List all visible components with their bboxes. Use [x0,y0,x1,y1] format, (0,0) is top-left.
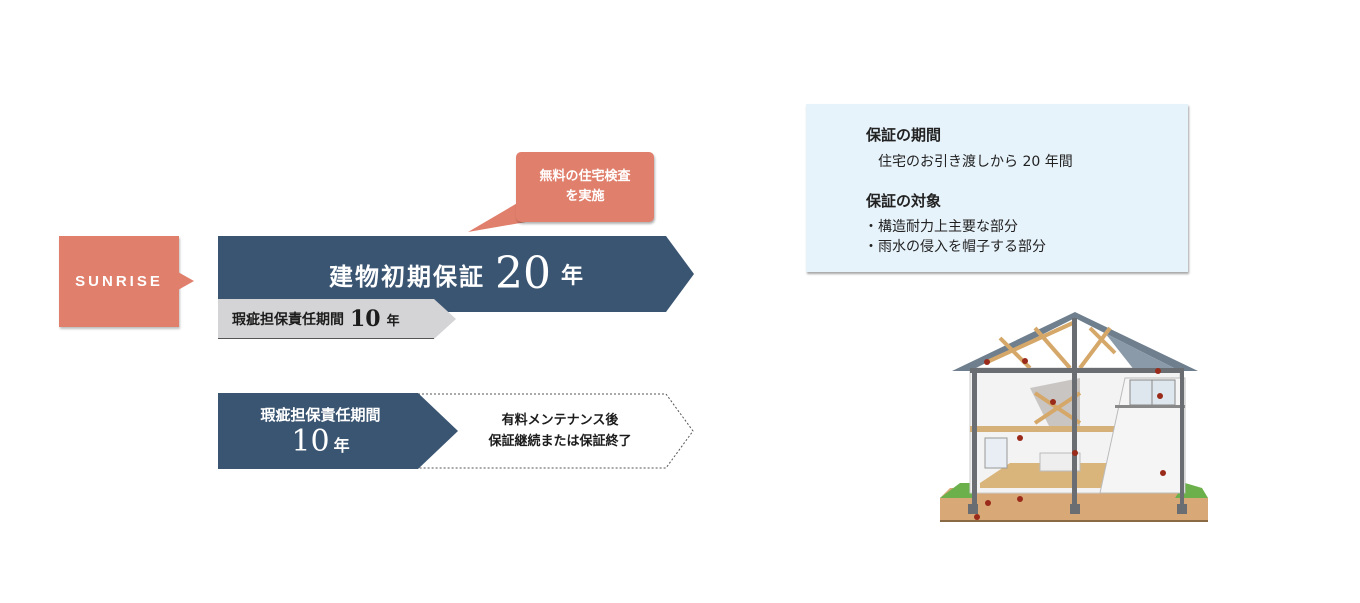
maintenance-text: 有料メンテナンス後 保証継続または保証終了 [460,393,660,469]
initial-warranty-arrow [218,236,694,312]
defect-liability-arrow [218,299,456,339]
sunrise-callout-tail [178,272,194,290]
defect-liability-unit-2: 年 [333,436,350,455]
scope-item: ・雨水の侵入を帽子する部分 [864,239,1046,255]
defect-liability-text-2: 瑕疵担保責任期間 10 年 [218,393,423,469]
scope-heading: 保証の対象 [866,192,942,210]
defect-liability-years-2: 10 [291,424,330,459]
house-cutaway-illustration [940,312,1208,522]
defect-liability-label: 瑕疵担保責任期間 [232,312,344,328]
brand-label: SUNRISE [75,273,163,290]
initial-warranty-unit: 年 [560,264,583,289]
period-text: 住宅のお引き渡しから 20 年間 [878,154,1073,170]
defect-liability-years: 10 [350,306,381,332]
bubble-tail [468,198,526,232]
initial-warranty-years: 20 [494,248,551,299]
initial-warranty-label: 建物初期保証 [328,262,485,291]
defect-liability-arrow-2 [218,393,458,469]
defect-liability-text: 瑕疵担保責任期間 10 年 [232,299,400,339]
bubble-line-1: 無料の住宅検査 [539,169,631,184]
free-inspection-bubble: 無料の住宅検査 を実施 [516,152,654,222]
bubble-line-2: を実施 [565,189,605,204]
maintenance-line-1: 有料メンテナンス後 [501,413,619,428]
scope-item: ・構造耐力上主要な部分 [864,219,1018,235]
initial-warranty-text: 建物初期保証 20 年 [218,236,694,312]
sunrise-callout: SUNRISE [59,236,179,327]
defect-liability-unit: 年 [386,313,400,329]
maintenance-arrow [418,393,694,469]
defect-liability-label-2: 瑕疵担保責任期間 [260,406,381,424]
period-heading: 保証の期間 [866,126,942,144]
warranty-info-box: 保証の期間 住宅のお引き渡しから 20 年間 保証の対象 ・構造耐力上主要な部分… [806,104,1188,272]
maintenance-line-2: 保証継続または保証終了 [488,434,632,449]
